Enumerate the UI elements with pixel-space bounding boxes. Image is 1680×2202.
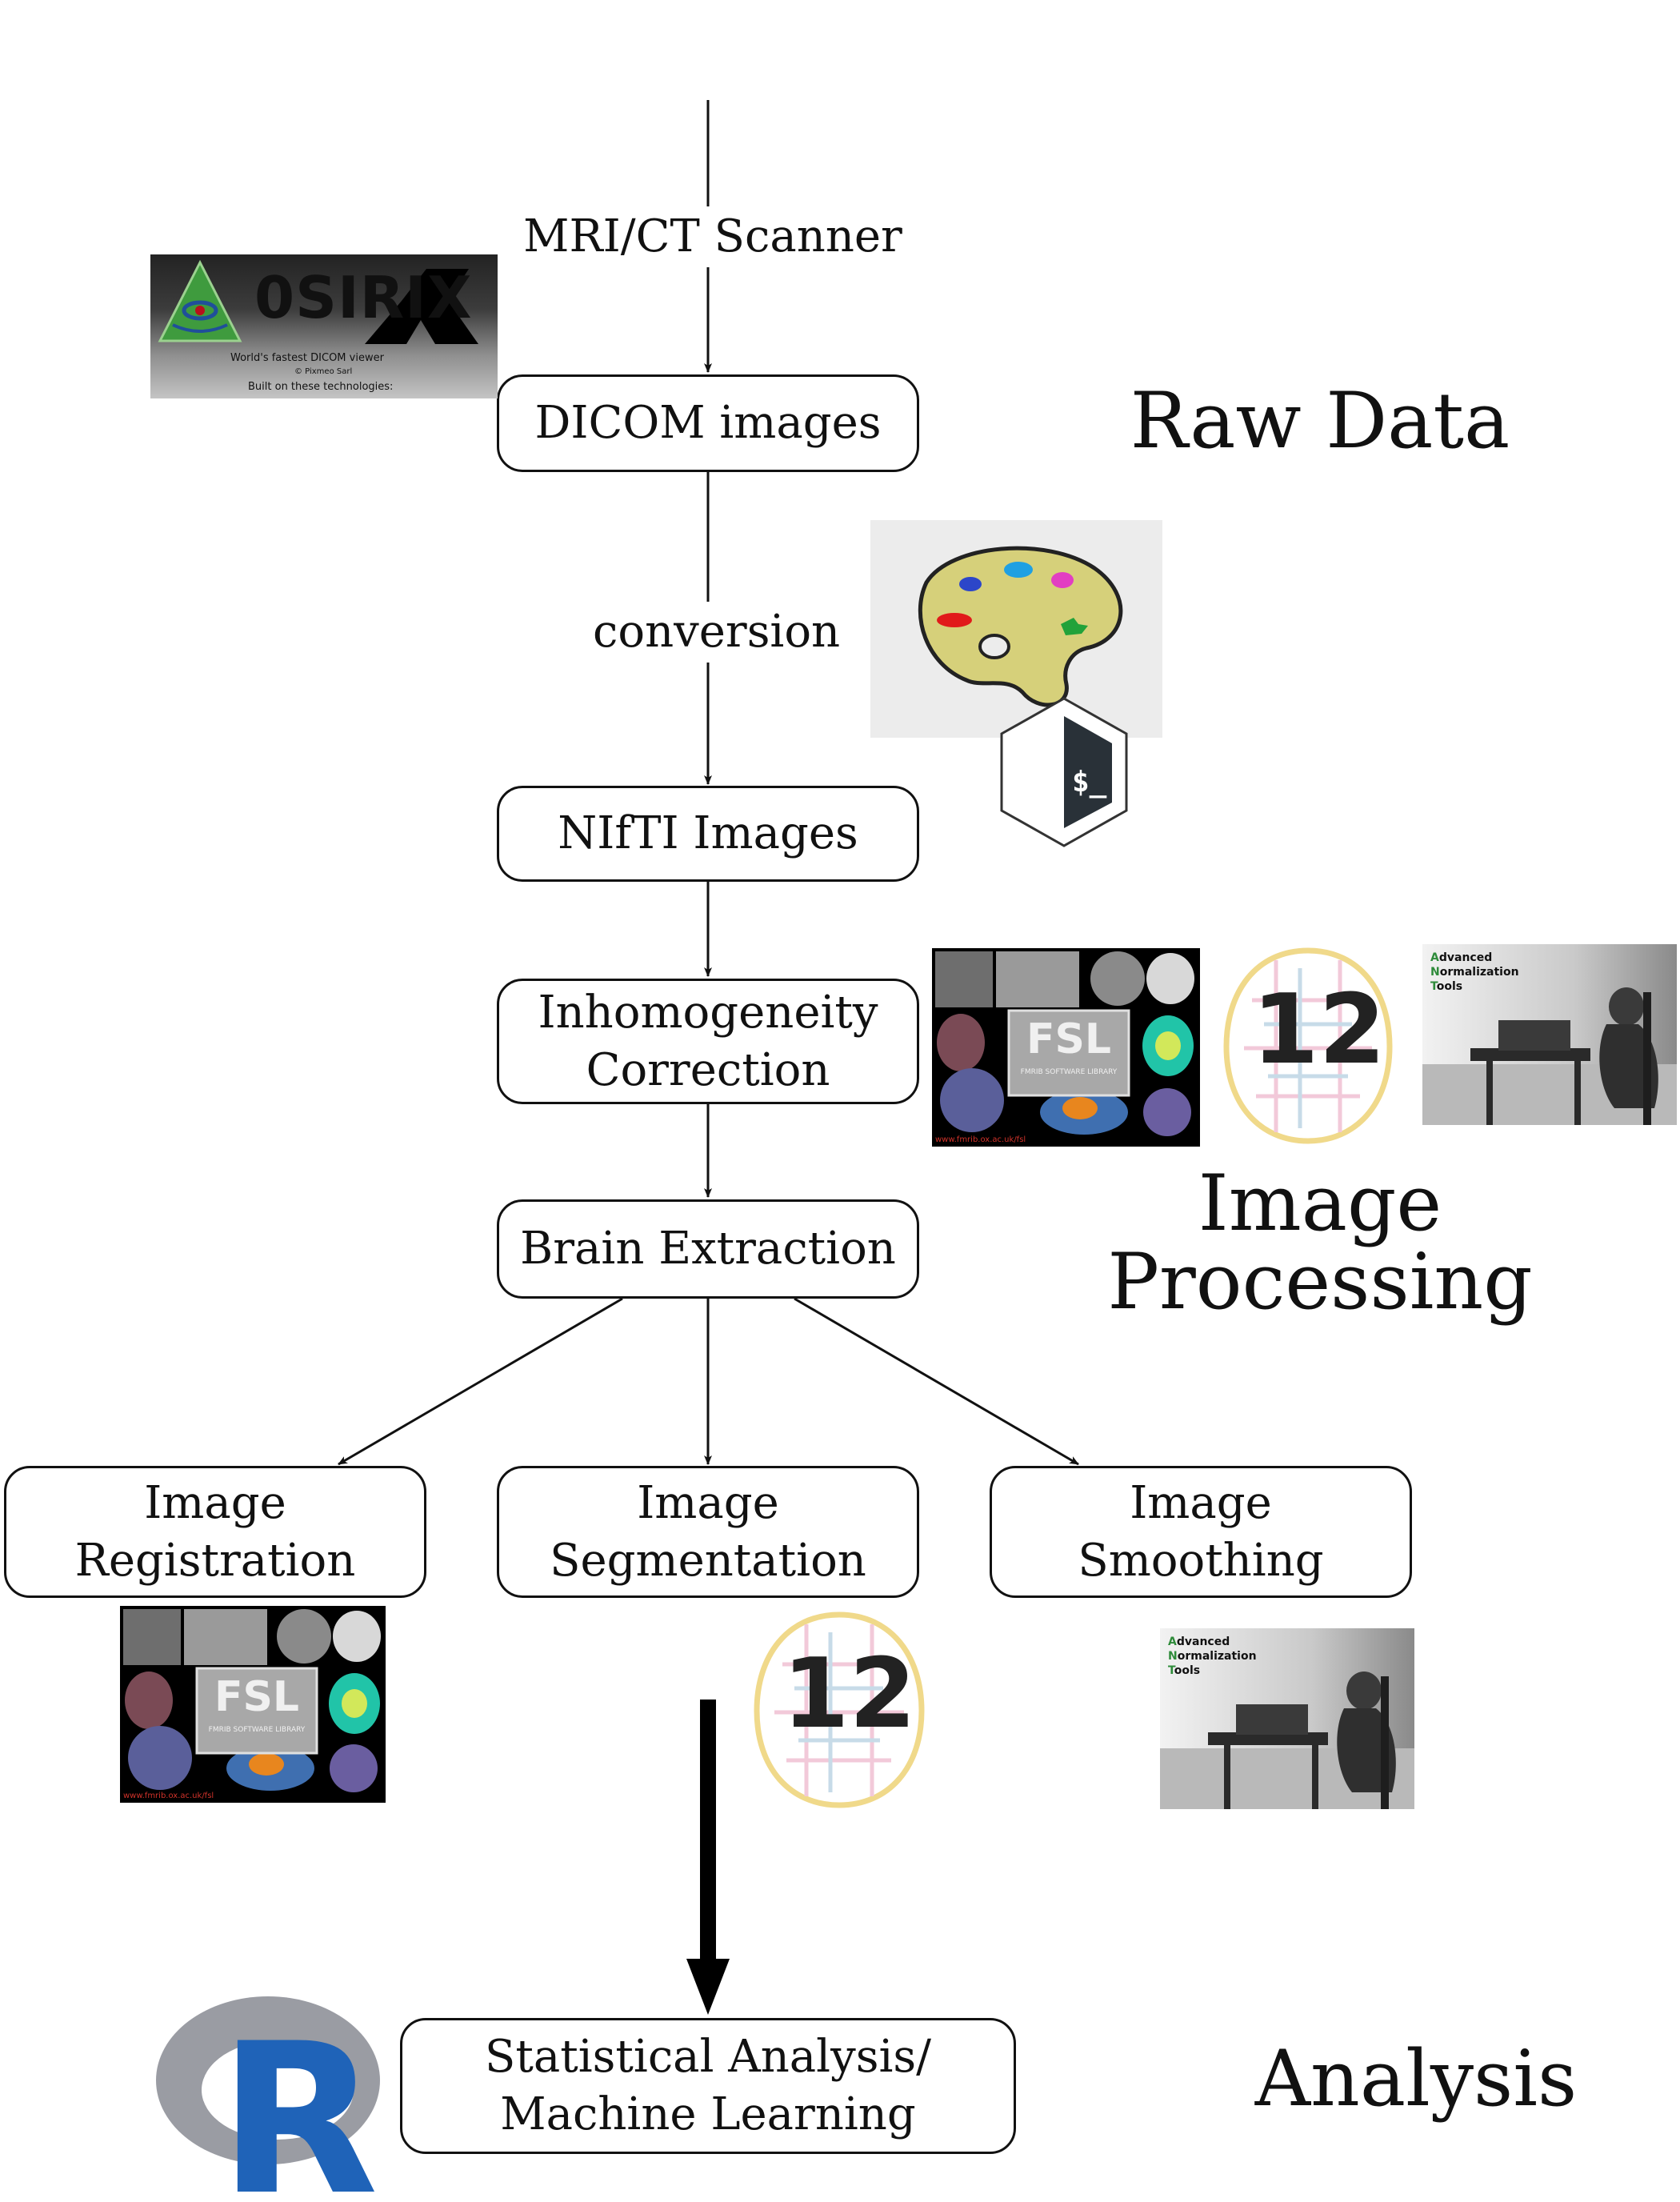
fsl-url-top: www.fmrib.ox.ac.uk/fsl bbox=[935, 1135, 1026, 1144]
thick-arrow-to-analysis bbox=[686, 1700, 730, 2015]
brain-extraction-text: Brain Extraction bbox=[520, 1223, 896, 1275]
osirix-pyramid-icon bbox=[158, 259, 478, 344]
spm12-text-bottom: 12 bbox=[782, 1639, 916, 1750]
conversion-label: conversion bbox=[588, 602, 840, 663]
smoothing-line-2: Smoothing bbox=[1078, 1534, 1324, 1587]
smoothing-line-1: Image bbox=[1130, 1476, 1272, 1529]
image-smoothing-box: Image Smoothing bbox=[990, 1466, 1412, 1598]
dicom-images-box: DICOM images bbox=[497, 374, 919, 472]
nifti-images-box: NIfTI Images bbox=[497, 786, 919, 882]
registration-line-2: Registration bbox=[74, 1534, 356, 1587]
fsl-name-top: FSL bbox=[1026, 1015, 1112, 1063]
nifti-images-text: NIfTI Images bbox=[558, 807, 858, 860]
palette-icon bbox=[870, 520, 1162, 738]
dicom-images-text: DICOM images bbox=[534, 397, 882, 450]
ants-logo-bottom: Advanced Normalization Tools bbox=[1160, 1628, 1414, 1809]
analysis-box-line-1: Statistical Analysis/ bbox=[485, 2031, 931, 2084]
statistical-analysis-box: Statistical Analysis/ Machine Learning bbox=[400, 2018, 1016, 2154]
osirix-name: 0SIRIX bbox=[254, 264, 473, 331]
fsl-subtitle-bottom: FMRIB SOFTWARE LIBRARY bbox=[208, 1726, 306, 1734]
arrow-brain-to-registration bbox=[338, 1297, 623, 1466]
bash-icon: $_ bbox=[992, 692, 1136, 852]
spm12-logo-bottom: 12 bbox=[750, 1608, 928, 1812]
spm12-text-top: 12 bbox=[1252, 975, 1386, 1086]
section-analysis: Analysis bbox=[1254, 2034, 1578, 2124]
segmentation-line-1: Image bbox=[637, 1476, 779, 1529]
osirix-built-on: Built on these technologies: bbox=[248, 381, 394, 393]
analysis-box-line-2: Machine Learning bbox=[500, 2088, 916, 2140]
inhomogeneity-line-1: Inhomogeneity bbox=[538, 986, 878, 1039]
scanner-label: MRI/CT Scanner bbox=[512, 206, 914, 267]
bash-prompt: $_ bbox=[1072, 766, 1107, 799]
image-segmentation-box: Image Segmentation bbox=[497, 1466, 919, 1598]
segmentation-line-2: Segmentation bbox=[550, 1534, 866, 1587]
processing-line-2: Processing bbox=[1107, 1236, 1533, 1327]
section-raw-data: Raw Data bbox=[1130, 376, 1510, 466]
fsl-logo-top: FSL FMRIB SOFTWARE LIBRARY www.fmrib.ox.… bbox=[932, 948, 1200, 1147]
registration-line-1: Image bbox=[144, 1476, 286, 1529]
section-image-processing: Image Processing bbox=[1104, 1159, 1536, 1327]
ants-text-top: Advanced Normalization Tools bbox=[1430, 951, 1519, 994]
fsl-url-bottom: www.fmrib.ox.ac.uk/fsl bbox=[123, 1792, 214, 1800]
inhomogeneity-line-2: Correction bbox=[586, 1043, 830, 1096]
inhomogeneity-correction-box: Inhomogeneity Correction bbox=[497, 979, 919, 1104]
fsl-subtitle-top: FMRIB SOFTWARE LIBRARY bbox=[1020, 1068, 1118, 1076]
osirix-logo: 0SIRIX World's fastest DICOM viewer © Pi… bbox=[150, 254, 498, 398]
arrow-brain-to-smoothing bbox=[794, 1297, 1079, 1466]
fsl-name-bottom: FSL bbox=[214, 1673, 300, 1721]
brain-extraction-box: Brain Extraction bbox=[497, 1199, 919, 1299]
ants-logo-top: Advanced Normalization Tools bbox=[1422, 944, 1677, 1125]
processing-line-1: Image bbox=[1198, 1159, 1442, 1248]
osirix-copyright: © Pixmeo Sarl bbox=[294, 367, 353, 376]
spm12-logo-top: 12 bbox=[1220, 944, 1396, 1148]
r-letter: R bbox=[218, 2000, 379, 2202]
r-logo: R bbox=[148, 1984, 388, 2202]
fsl-logo-bottom: FSL FMRIB SOFTWARE LIBRARY www.fmrib.ox.… bbox=[120, 1606, 386, 1803]
image-registration-box: Image Registration bbox=[4, 1466, 426, 1598]
osirix-tagline: World's fastest DICOM viewer bbox=[230, 352, 384, 364]
ants-text-bottom: Advanced Normalization Tools bbox=[1168, 1635, 1257, 1678]
